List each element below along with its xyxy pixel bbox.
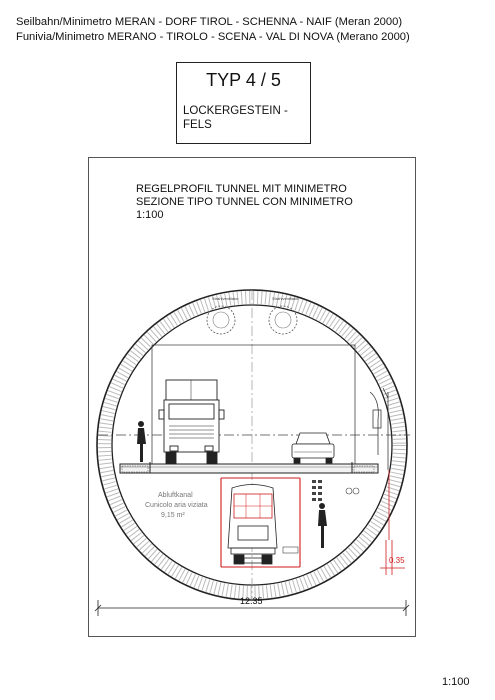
drawing-title-block: REGELPROFIL TUNNEL MIT MINIMETRO SEZIONE… bbox=[136, 183, 353, 222]
cable-trays bbox=[312, 480, 322, 501]
type-box: TYP 4 / 5 LOCKERGESTEIN - FELS bbox=[176, 62, 311, 144]
ventilation-fan-right: Strahlventilator bbox=[268, 296, 299, 335]
minimetro-trough bbox=[220, 477, 301, 568]
type-box-subtitle: LOCKERGESTEIN - FELS bbox=[183, 105, 288, 131]
duct-area: 9,15 m² bbox=[161, 512, 185, 519]
drain-pipe-2 bbox=[352, 487, 360, 495]
svg-text:Strahlventilator: Strahlventilator bbox=[212, 296, 239, 301]
road-deck bbox=[119, 462, 379, 474]
header-line-german: Seilbahn/Minimetro MERAN - DORF TIROL - … bbox=[16, 16, 403, 28]
ventilation-fan-left: Strahlventilator bbox=[206, 296, 239, 335]
pedestrian-upper bbox=[137, 421, 146, 462]
truck bbox=[158, 379, 225, 465]
width-dimension bbox=[94, 600, 410, 616]
duct-label-italian: Cunicolo aria viziata bbox=[145, 502, 208, 509]
drawing-sheet-frame bbox=[88, 157, 416, 637]
svg-text:Strahlventilator: Strahlventilator bbox=[272, 296, 299, 301]
tunnel-outer-ring bbox=[96, 289, 408, 601]
width-dimension-value: 12.35 bbox=[240, 596, 263, 606]
pedestrian-lower bbox=[318, 503, 327, 548]
drawing-title-german: REGELPROFIL TUNNEL MIT MINIMETRO bbox=[136, 183, 347, 195]
tunnel-lining-hatch bbox=[98, 291, 406, 599]
side-dimension-value: 0.35 bbox=[389, 556, 405, 565]
sidewalk-left bbox=[121, 465, 149, 473]
header-line-italian: Funivia/Minimetro MERANO - TIROLO - SCEN… bbox=[16, 31, 410, 43]
type-box-title: TYP 4 / 5 bbox=[206, 70, 281, 90]
minimetro-vehicle bbox=[227, 484, 278, 565]
duct-label-german: Abluftkanal bbox=[158, 492, 193, 499]
drawing-scale: 1:100 bbox=[136, 209, 164, 221]
road-clearance-gauge bbox=[151, 344, 356, 466]
drain-pipe-1 bbox=[345, 487, 353, 495]
sidewalk-right bbox=[353, 465, 375, 473]
car bbox=[291, 432, 335, 464]
wall-niche-right bbox=[369, 387, 389, 470]
side-dimension bbox=[380, 540, 405, 575]
trough-walkway bbox=[282, 546, 299, 554]
drawing-title-italian: SEZIONE TIPO TUNNEL CON MINIMETRO bbox=[136, 196, 353, 208]
footer-scale: 1:100 bbox=[442, 676, 470, 688]
